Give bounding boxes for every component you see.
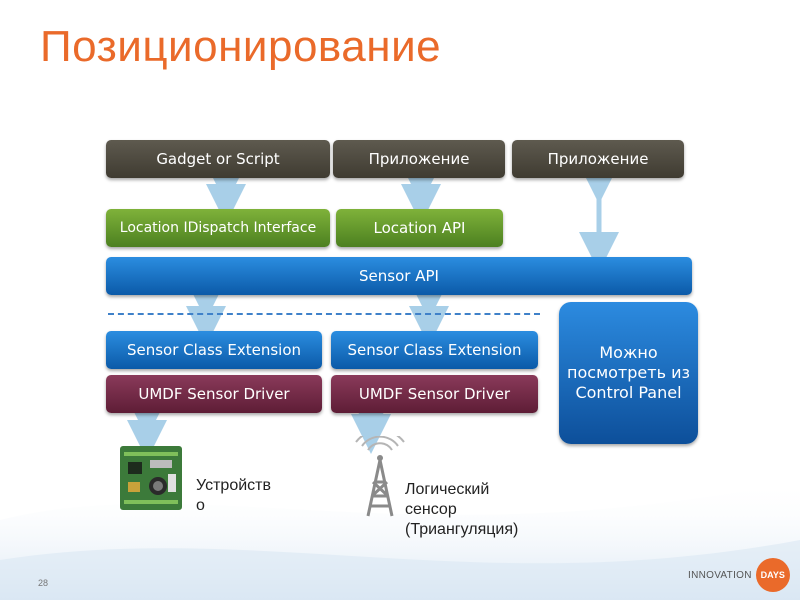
sensor-class-extension-2: Sensor Class Extension: [331, 331, 538, 369]
circuit-board-icon: [120, 446, 182, 510]
sensor-class-extension-1: Sensor Class Extension: [106, 331, 322, 369]
antenna-tower-icon: [355, 436, 405, 517]
app-box-2-label: Приложение: [547, 150, 649, 168]
umdf-driver-2-label: UMDF Sensor Driver: [358, 385, 511, 403]
device-label-line1: Устройств: [196, 477, 271, 494]
app-box-1-label: Приложение: [368, 150, 470, 168]
device-label: Устройств о: [196, 476, 271, 516]
logical-sensor-line3: (Триангуляция): [405, 521, 519, 538]
umdf-driver-1: UMDF Sensor Driver: [106, 375, 322, 413]
logical-sensor-line2: сенсор: [405, 501, 457, 518]
app-box-2: Приложение: [512, 140, 684, 178]
logo-text: INNOVATION: [688, 569, 752, 581]
logical-sensor-label: Логический сенсор (Триангуляция): [405, 480, 518, 540]
location-api-box: Location API: [336, 209, 503, 247]
sensor-api-bar: Sensor API: [106, 257, 692, 295]
sensor-class-extension-1-label: Sensor Class Extension: [126, 341, 302, 359]
logo-circle: DAYS: [755, 558, 790, 592]
location-idispatch-box: Location IDispatch Interface: [106, 209, 330, 247]
logical-sensor-line1: Логический: [405, 481, 490, 498]
sensor-class-extension-2-label: Sensor Class Extension: [347, 341, 522, 359]
control-panel-box: Можно посмотреть из Control Panel: [559, 302, 698, 444]
page-title: Позиционирование: [40, 22, 442, 71]
gadget-script-label: Gadget or Script: [156, 150, 280, 168]
sensor-api-label: Sensor API: [359, 267, 439, 285]
gadget-script-box: Gadget or Script: [106, 140, 330, 178]
location-idispatch-label: Location IDispatch Interface: [119, 220, 317, 236]
innovation-days-logo: INNOVATION DAYS: [688, 558, 790, 592]
control-panel-label: Можно посмотреть из Control Panel: [567, 343, 690, 402]
umdf-driver-1-label: UMDF Sensor Driver: [138, 385, 290, 403]
umdf-driver-2: UMDF Sensor Driver: [331, 375, 538, 413]
app-box-1: Приложение: [333, 140, 505, 178]
kernel-boundary-divider: [108, 313, 540, 315]
page-number: 28: [38, 578, 49, 588]
device-label-line2: о: [196, 497, 205, 514]
location-api-label: Location API: [373, 219, 466, 237]
